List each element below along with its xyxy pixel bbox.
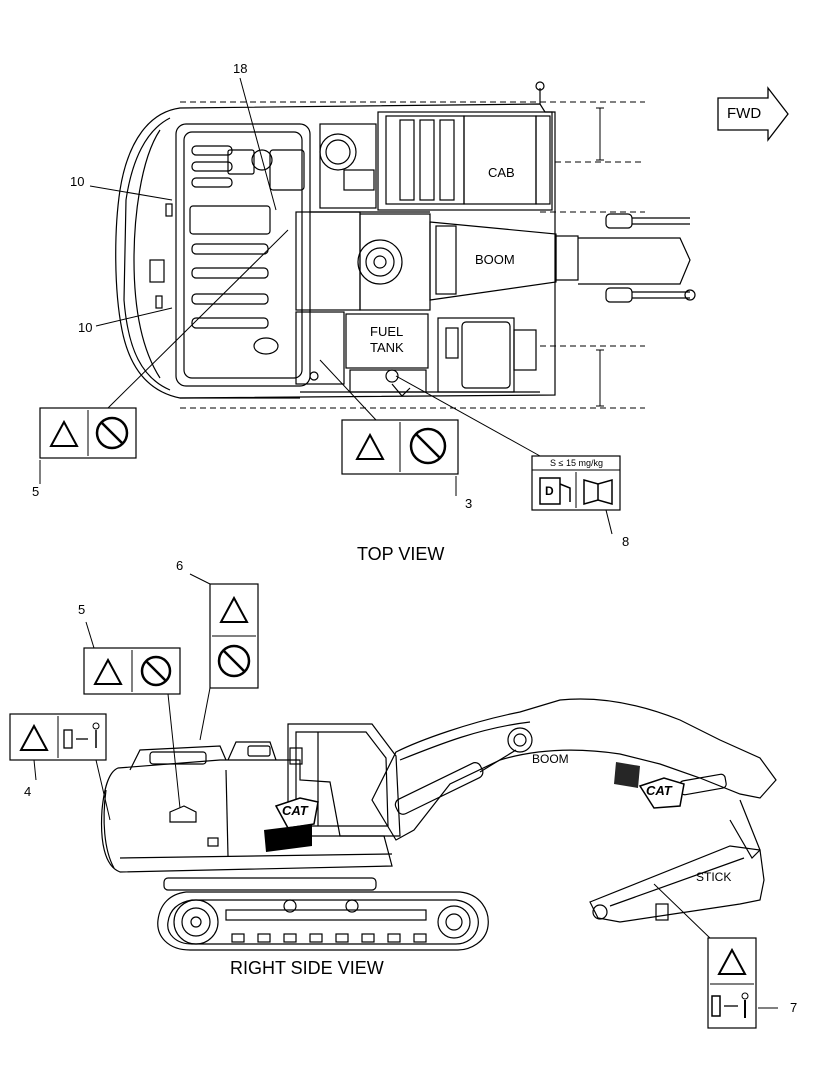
top-view-title: TOP VIEW [357,544,445,564]
top-view-machine [115,81,696,399]
top-view-leaders [39,77,613,535]
right-side-view-title: RIGHT SIDE VIEW [230,958,384,978]
callout-10-lower: 10 [78,320,93,335]
cat-brand-boom-label: CAT [646,783,672,798]
top-view-dimension-lines [180,101,645,409]
callout-5-top: 5 [32,484,40,499]
callout-10-upper: 10 [70,174,85,189]
cat-logo-boom [614,762,685,809]
cat-logo-body [264,797,319,852]
callout-7: 7 [790,1000,798,1015]
callout-3: 3 [465,496,473,511]
decal-4 [9,713,107,761]
cab-label: CAB [488,165,515,180]
decal-5-side [83,647,181,695]
fuel-spec-text: S ≤ 15 mg/kg [550,458,603,468]
forward-arrow [717,86,789,142]
callout-6: 6 [176,558,184,573]
callout-18: 18 [233,61,248,76]
decal-6 [209,583,259,689]
side-view-machine [100,698,777,951]
callout-8: 8 [622,534,630,549]
decal-5-top [39,407,137,459]
callout-5-side: 5 [78,602,86,617]
cat-brand-body-label: CAT [282,803,308,818]
decal-3 [341,419,459,475]
fuel-pump-letter: D [545,484,554,498]
fuel-tank-label-line2: TANK [370,340,404,355]
boom-label-top: BOOM [475,252,515,267]
decal-8-fuel [531,455,621,511]
side-view-leaders [33,573,778,1009]
callout-4: 4 [24,784,32,799]
fuel-tank-label-line1: FUEL [370,324,404,339]
stick-label: STICK [696,870,732,884]
boom-label-side: BOOM [532,752,569,766]
fwd-arrow-label: FWD [727,105,762,122]
decal-7 [707,937,757,1029]
